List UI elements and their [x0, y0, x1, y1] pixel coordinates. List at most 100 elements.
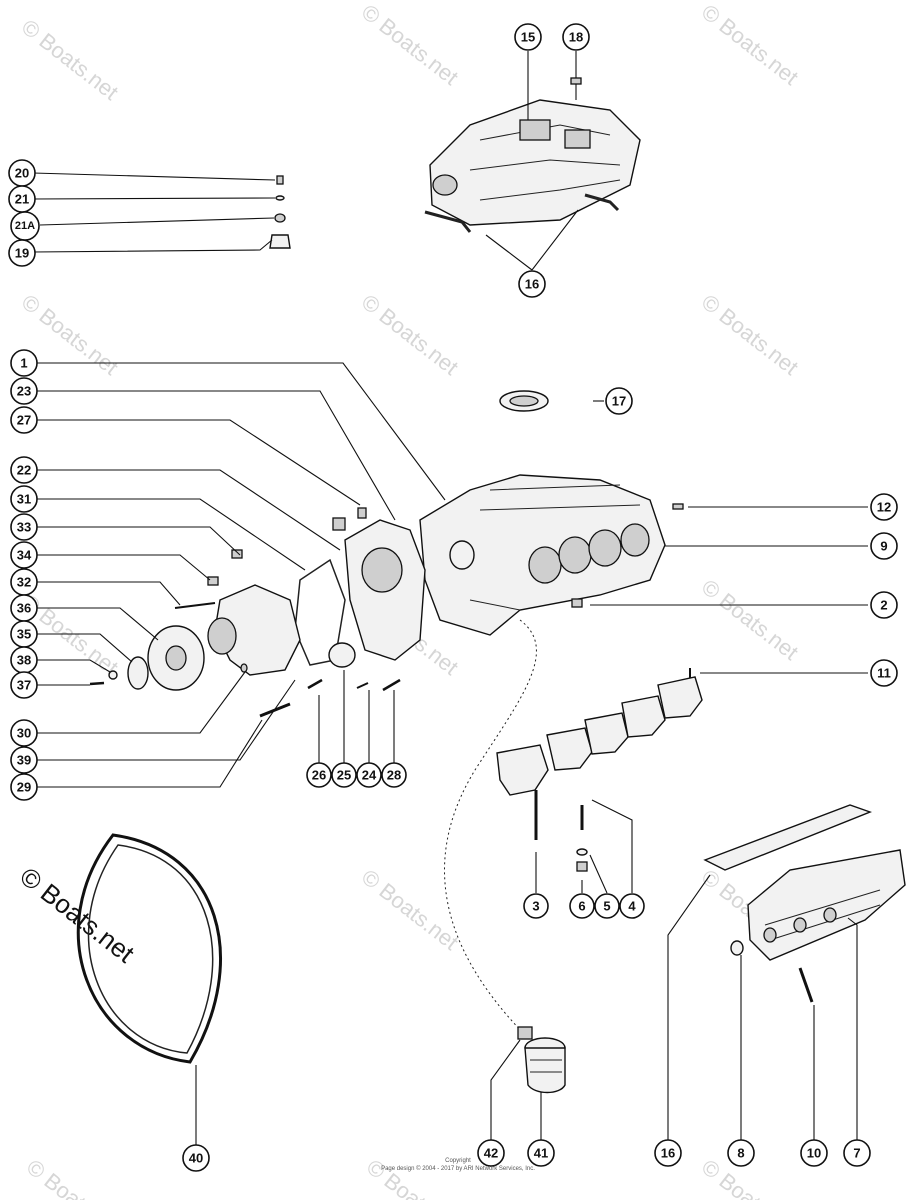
callout-15[interactable]: 15 [514, 23, 542, 51]
callout-16-manifold[interactable]: 16 [518, 270, 546, 298]
svg-text:28: 28 [387, 768, 401, 783]
svg-text:21A: 21A [15, 220, 35, 232]
svg-text:32: 32 [17, 575, 31, 590]
leader-lines [32, 51, 868, 1145]
callout-38[interactable]: 38 [10, 646, 38, 674]
drive-belt [76, 833, 222, 1064]
svg-text:18: 18 [569, 30, 583, 45]
callout-39[interactable]: 39 [10, 746, 38, 774]
svg-text:16: 16 [525, 277, 539, 292]
svg-text:38: 38 [17, 653, 31, 668]
pulley-bolt [89, 670, 118, 686]
watermark: © Boats.net [697, 574, 803, 665]
svg-text:21: 21 [15, 192, 29, 207]
callout-32[interactable]: 32 [10, 568, 38, 596]
callout-26[interactable]: 26 [306, 762, 332, 788]
svg-text:7: 7 [853, 1146, 860, 1161]
oil-filter [524, 1037, 566, 1094]
svg-text:33: 33 [17, 520, 31, 535]
callout-37[interactable]: 37 [10, 671, 38, 699]
callout-5[interactable]: 5 [594, 893, 620, 919]
callout-29[interactable]: 29 [10, 773, 38, 801]
callout-6[interactable]: 6 [569, 893, 595, 919]
callout-22[interactable]: 22 [10, 456, 38, 484]
svg-text:24: 24 [362, 768, 377, 783]
svg-text:11: 11 [877, 666, 891, 681]
callout-7[interactable]: 7 [843, 1139, 871, 1167]
callout-21a[interactable]: 21A [10, 211, 40, 241]
callout-30[interactable]: 30 [10, 719, 38, 747]
callout-4[interactable]: 4 [619, 893, 645, 919]
svg-text:1: 1 [20, 356, 27, 371]
water-pump [174, 549, 301, 676]
callout-17[interactable]: 17 [605, 387, 633, 415]
svg-text:4: 4 [628, 899, 636, 914]
bolt-28 [382, 678, 401, 692]
callout-41[interactable]: 41 [527, 1139, 555, 1167]
callout-31[interactable]: 31 [10, 485, 38, 513]
callout-36[interactable]: 36 [10, 594, 38, 622]
head-gasket [703, 804, 872, 871]
small-hardware-stack [269, 175, 291, 249]
svg-text:9: 9 [880, 539, 887, 554]
svg-text:39: 39 [17, 753, 31, 768]
callout-2[interactable]: 2 [870, 591, 898, 619]
head-plug [730, 940, 744, 956]
watermark: © Boats.net [17, 14, 123, 105]
intake-manifold [429, 99, 641, 226]
callout-42[interactable]: 42 [477, 1139, 505, 1167]
rear-seal [499, 390, 549, 412]
cylinder-head [747, 849, 906, 961]
dipstick-line [444, 619, 537, 1041]
callout-18[interactable]: 18 [562, 23, 590, 51]
callout-33[interactable]: 33 [10, 513, 38, 541]
svg-text:42: 42 [484, 1146, 498, 1161]
main-bearing-caps [496, 668, 703, 796]
callout-24[interactable]: 24 [356, 762, 382, 788]
small-plug [240, 663, 248, 673]
callout-3[interactable]: 3 [523, 893, 549, 919]
callout-16-head[interactable]: 16 [654, 1139, 682, 1167]
svg-text:30: 30 [17, 726, 31, 741]
svg-text:25: 25 [337, 768, 351, 783]
head-bolt [798, 967, 814, 1003]
callout-25[interactable]: 25 [331, 762, 357, 788]
dowel-24 [356, 682, 369, 689]
callout-21[interactable]: 21 [8, 185, 36, 213]
watermark: © Boats.net [697, 289, 803, 380]
callout-40[interactable]: 40 [182, 1144, 210, 1172]
callout-11[interactable]: 11 [870, 659, 898, 687]
callout-20[interactable]: 20 [8, 159, 36, 187]
svg-text:20: 20 [15, 166, 29, 181]
watermark: © Boats.net [22, 1154, 128, 1200]
callout-8[interactable]: 8 [727, 1139, 755, 1167]
callout-28[interactable]: 28 [381, 762, 407, 788]
svg-text:36: 36 [17, 601, 31, 616]
callout-23[interactable]: 23 [10, 377, 38, 405]
callout-35[interactable]: 35 [10, 620, 38, 648]
watermark: © Boats.net [357, 289, 463, 380]
callout-9[interactable]: 9 [870, 532, 898, 560]
manifold-bolt [570, 77, 582, 100]
svg-text:29: 29 [17, 780, 31, 795]
svg-text:31: 31 [17, 492, 31, 507]
callout-10[interactable]: 10 [800, 1139, 828, 1167]
callout-27[interactable]: 27 [10, 406, 38, 434]
callout-19[interactable]: 19 [8, 239, 36, 267]
callout-34[interactable]: 34 [10, 541, 38, 569]
watermark: © Boats.net [357, 864, 463, 955]
cap-washer [576, 848, 588, 856]
callout-1[interactable]: 1 [10, 349, 38, 377]
block-plug [571, 598, 583, 608]
svg-text:17: 17 [612, 394, 626, 409]
copyright-label: Copyright [445, 1158, 471, 1164]
svg-text:35: 35 [17, 627, 31, 642]
copyright-notice: Page design © 2004 - 2017 by ARI Network… [381, 1165, 535, 1172]
callout-12[interactable]: 12 [870, 493, 898, 521]
pump-pulley [147, 625, 205, 691]
svg-text:19: 19 [15, 246, 29, 261]
svg-text:26: 26 [312, 768, 326, 783]
pulley-spacer [127, 656, 149, 690]
timing-cover [332, 507, 426, 661]
